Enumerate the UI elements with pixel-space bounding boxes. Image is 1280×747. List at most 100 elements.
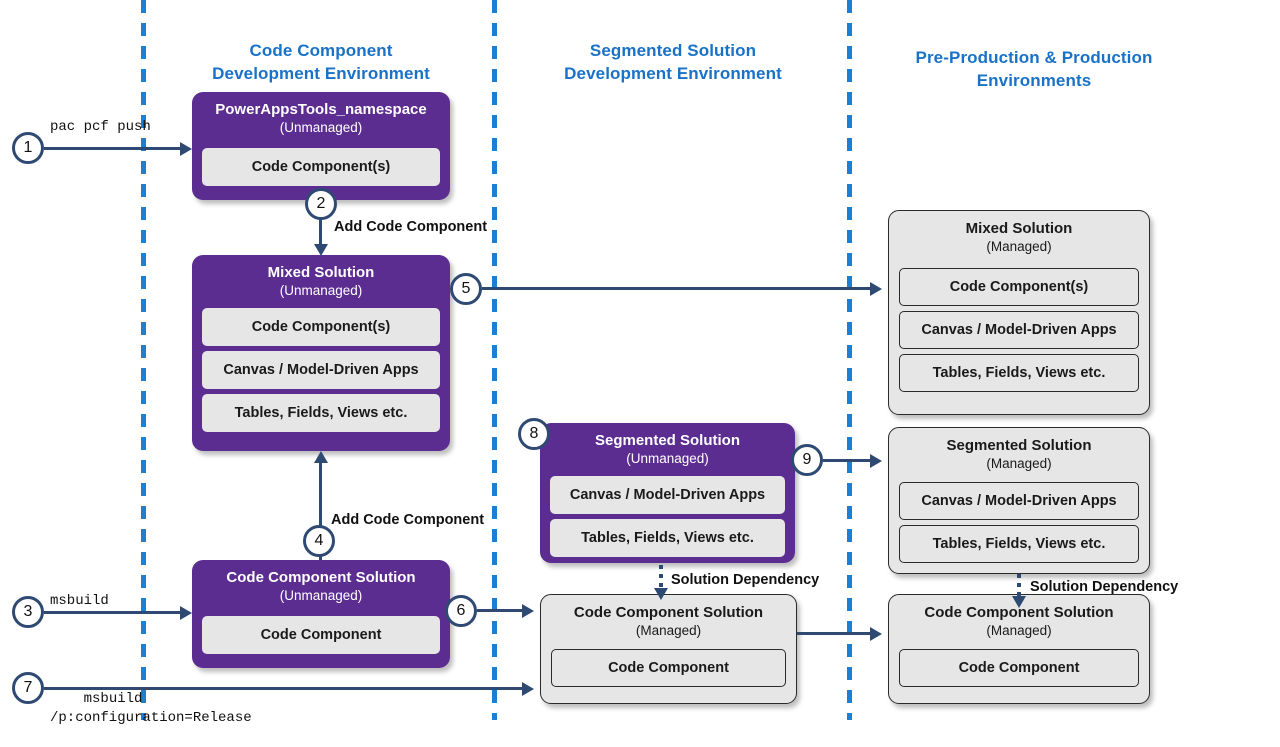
chip-label: Code Component (958, 660, 1080, 676)
step-number: 8 (529, 425, 539, 442)
box-powerapps-tools-namespace[interactable]: PowerAppsTools_namespace (Unmanaged) Cod… (192, 92, 450, 200)
step-number: 5 (461, 280, 471, 297)
chip-code-components[interactable]: Code Component(s) (202, 148, 440, 186)
connector-step6 (477, 609, 524, 612)
edge-label-solution-dependency-right: Solution Dependency (1030, 579, 1179, 595)
chip-label: Canvas / Model-Driven Apps (921, 322, 1117, 338)
edge-label-add-code-component-bottom: Add Code Component (331, 512, 485, 528)
chip-label: Canvas / Model-Driven Apps (921, 493, 1117, 509)
chip-code-components[interactable]: Code Component(s) (202, 308, 440, 346)
arrowhead-solution-dependency-right (1012, 596, 1026, 608)
column-title-line2: Development Environment (564, 64, 782, 83)
box-code-component-solution-managed-mid[interactable]: Code Component Solution (Managed) Code C… (540, 594, 797, 704)
chip-label: Canvas / Model-Driven Apps (569, 487, 766, 503)
step-circle-4[interactable]: 4 (303, 525, 335, 557)
connector-solution-dependency-mid (659, 565, 663, 591)
command-pac-pcf-push: pac pcf push (50, 119, 151, 135)
box-title: PowerAppsTools_namespace (Unmanaged) (192, 92, 450, 136)
box-state: (Managed) (986, 623, 1052, 638)
diagram-canvas: Code Component Development Environment S… (12, 0, 1194, 726)
column-title-line1: Pre-Production & Production (915, 48, 1153, 67)
chip-code-component[interactable]: Code Component (202, 616, 440, 654)
chip-label: Code Component(s) (251, 319, 391, 335)
box-title-text: Segmented Solution (594, 432, 740, 449)
box-state: (Managed) (986, 456, 1052, 471)
column-title-line1: Code Component (249, 41, 393, 60)
box-state: (Managed) (635, 623, 702, 638)
box-code-component-solution-unmanaged[interactable]: Code Component Solution (Unmanaged) Code… (192, 560, 450, 668)
step-circle-7[interactable]: 7 (12, 672, 44, 704)
box-title: Mixed Solution (Unmanaged) (192, 255, 450, 299)
edge-label-add-code-component-top: Add Code Component (334, 219, 488, 235)
box-segmented-solution-managed[interactable]: Segmented Solution (Managed) Canvas / Mo… (888, 427, 1150, 574)
connector-step9 (823, 459, 872, 462)
chip-tables-fields-views[interactable]: Tables, Fields, Views etc. (202, 394, 440, 432)
step-number: 2 (316, 195, 326, 212)
step-number: 3 (23, 603, 33, 620)
step-circle-8[interactable]: 8 (518, 418, 550, 450)
step-number: 1 (23, 139, 33, 156)
column-title-segmented-solution-dev: Segmented Solution Development Environme… (528, 39, 818, 85)
chip-label: Tables, Fields, Views etc. (581, 530, 754, 546)
arrowhead-solution-dependency-mid (654, 588, 668, 600)
chip-canvas-model-driven-apps[interactable]: Canvas / Model-Driven Apps (899, 311, 1139, 349)
step-circle-5[interactable]: 5 (450, 273, 482, 305)
chip-code-component[interactable]: Code Component (899, 649, 1139, 687)
box-title-text: Code Component Solution (226, 569, 416, 586)
chip-tables-fields-views[interactable]: Tables, Fields, Views etc. (550, 519, 785, 557)
box-mixed-solution-managed[interactable]: Mixed Solution (Managed) Code Component(… (888, 210, 1150, 415)
chip-label: Code Component (608, 660, 729, 676)
connector-step7 (44, 687, 524, 690)
lane-divider-middle (492, 0, 497, 720)
box-state: (Managed) (986, 239, 1052, 254)
chip-code-components[interactable]: Code Component(s) (899, 268, 1139, 306)
chip-canvas-model-driven-apps[interactable]: Canvas / Model-Driven Apps (899, 482, 1139, 520)
step-number: 4 (314, 532, 324, 549)
box-title: Segmented Solution (Unmanaged) (540, 423, 795, 467)
box-code-component-solution-managed-right[interactable]: Code Component Solution (Managed) Code C… (888, 594, 1150, 704)
command-msbuild-release: msbuild/p:configuration=Release (50, 671, 252, 747)
command-msbuild: msbuild (50, 593, 109, 609)
box-title-text: PowerAppsTools_namespace (215, 101, 427, 118)
box-title: Code Component Solution (Managed) (541, 595, 796, 639)
chip-tables-fields-views[interactable]: Tables, Fields, Views etc. (899, 525, 1139, 563)
chip-canvas-model-driven-apps[interactable]: Canvas / Model-Driven Apps (202, 351, 440, 389)
arrowhead-mid-to-right-cc (870, 626, 882, 641)
lane-divider-left (141, 0, 146, 720)
chip-label: Tables, Fields, Views etc. (932, 536, 1106, 552)
arrowhead-step3 (180, 605, 192, 620)
box-title-text: Mixed Solution (965, 220, 1073, 237)
column-title-code-component-dev: Code Component Development Environment (176, 39, 466, 85)
connector-mid-to-right-cc (797, 632, 872, 635)
chip-label: Tables, Fields, Views etc. (234, 405, 408, 421)
box-segmented-solution-unmanaged[interactable]: Segmented Solution (Unmanaged) Canvas / … (540, 423, 795, 563)
box-title: Mixed Solution (Managed) (889, 211, 1149, 255)
chip-tables-fields-views[interactable]: Tables, Fields, Views etc. (899, 354, 1139, 392)
connector-step4 (319, 462, 322, 560)
column-title-pre-prod-prod: Pre-Production & Production Environments (874, 46, 1194, 92)
chip-label: Canvas / Model-Driven Apps (223, 362, 419, 378)
lane-divider-right (847, 0, 852, 720)
arrowhead-step9 (870, 453, 882, 468)
column-title-line1: Segmented Solution (589, 41, 757, 60)
chip-label: Code Component(s) (949, 279, 1089, 295)
step-circle-9[interactable]: 9 (791, 444, 823, 476)
arrowhead-step1 (180, 141, 192, 156)
box-title-text: Mixed Solution (267, 264, 375, 281)
command-line-1: msbuild (83, 691, 143, 707)
arrowhead-step5 (870, 281, 882, 296)
step-circle-6[interactable]: 6 (445, 595, 477, 627)
box-mixed-solution-unmanaged[interactable]: Mixed Solution (Unmanaged) Code Componen… (192, 255, 450, 451)
edge-label-solution-dependency-mid: Solution Dependency (671, 572, 820, 588)
chip-code-component[interactable]: Code Component (551, 649, 786, 687)
chip-canvas-model-driven-apps[interactable]: Canvas / Model-Driven Apps (550, 476, 785, 514)
connector-step1 (44, 147, 182, 150)
column-title-line2: Development Environment (212, 64, 430, 83)
step-circle-2[interactable]: 2 (305, 188, 337, 220)
step-number: 6 (456, 602, 466, 619)
box-title: Code Component Solution (Unmanaged) (192, 560, 450, 604)
step-circle-3[interactable]: 3 (12, 596, 44, 628)
step-number: 9 (802, 451, 812, 468)
command-line-2: /p:configuration=Release (50, 710, 252, 726)
step-circle-1[interactable]: 1 (12, 132, 44, 164)
